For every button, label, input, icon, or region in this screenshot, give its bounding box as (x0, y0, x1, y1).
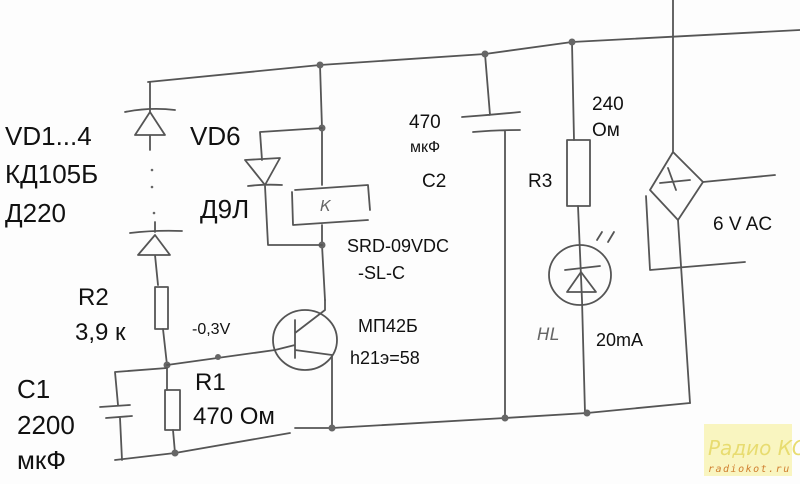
label-r3-unit: Ом (592, 120, 620, 141)
label-r3: R3 (528, 171, 552, 192)
label-relay-type1: SRD-09VDC (347, 236, 449, 256)
label-r1: R1 (195, 369, 226, 396)
top-rail-wire (147, 29, 800, 83)
resistor-r3 (566, 139, 591, 207)
label-r2: R2 (78, 284, 109, 311)
label-supply: 6 V AC (713, 214, 772, 235)
diode-chain-vd1-4 (124, 81, 183, 286)
resistor-r2 (154, 286, 169, 330)
label-r3-value: 240 (592, 94, 624, 115)
label-relay-type2: -SL-C (358, 263, 405, 283)
label-vd1-4-type1: КД105Б (5, 159, 98, 189)
label-r1-value: 470 Ом (193, 403, 275, 430)
capacitor-c1 (99, 367, 168, 461)
label-relay-k: К (320, 197, 332, 215)
test-point (215, 354, 221, 360)
label-vd1-4-type2: Д220 (5, 198, 66, 228)
label-transistor-type: МП42Б (358, 316, 418, 336)
diode-bridge (645, 0, 776, 404)
label-r2-value: 3,9 к (75, 319, 126, 346)
label-c2: C2 (422, 171, 446, 192)
label-c1-unit: мкФ (17, 445, 66, 475)
capacitor-c2 (461, 53, 521, 419)
label-transistor-gain: h21э=58 (350, 348, 420, 368)
label-c1-value: 2200 (17, 410, 75, 440)
watermark-logo: Радио КОТ radiokot.ru (704, 424, 800, 476)
resistor-r1 (164, 389, 181, 431)
label-c2-value: 470 (409, 112, 441, 133)
relay-coil-k (291, 184, 371, 226)
transistor-vt1 (272, 299, 338, 429)
label-base-voltage: -0,3V (192, 321, 231, 338)
diode-vd6 (244, 127, 323, 246)
svg-text:Радио КОТ: Радио КОТ (708, 436, 800, 460)
label-c1: C1 (17, 374, 50, 404)
svg-text:radiokot.ru: radiokot.ru (708, 464, 791, 475)
label-vd6-type: Д9Л (200, 194, 249, 224)
label-led: HL (537, 325, 559, 345)
label-vd6: VD6 (190, 121, 241, 151)
led-hl (548, 231, 615, 306)
label-c2-unit: мкФ (410, 139, 440, 156)
label-vd1-4: VD1...4 (5, 121, 92, 151)
label-led-current: 20mA (596, 330, 643, 350)
